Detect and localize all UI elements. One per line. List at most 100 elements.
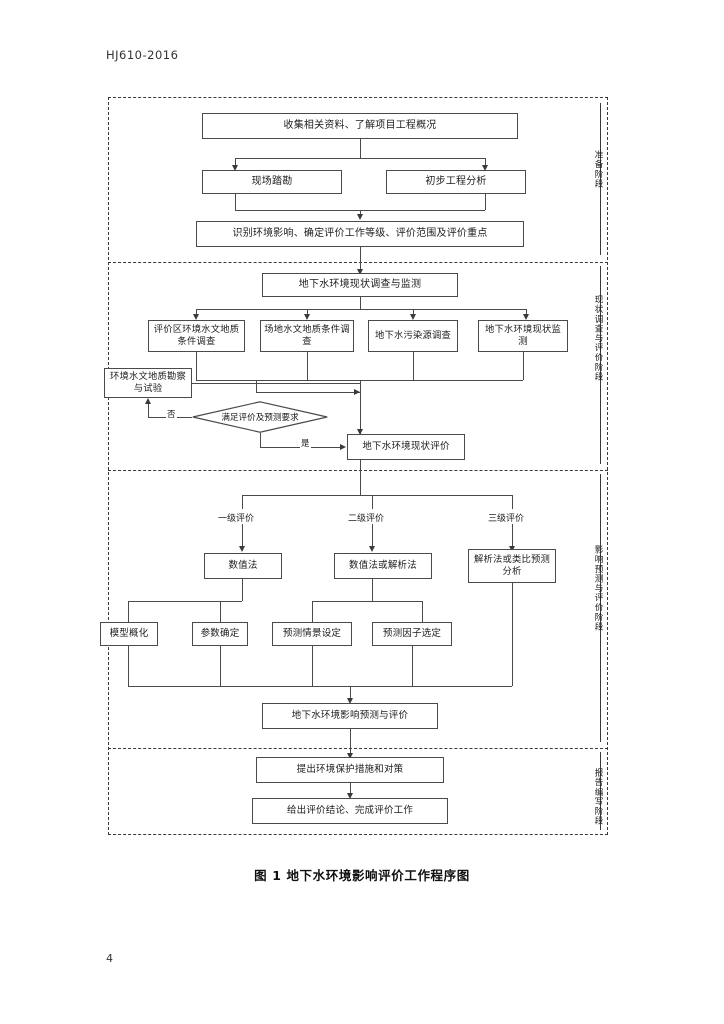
line-measures-down	[350, 783, 351, 795]
node-collect-data[interactable]: 收集相关资料、了解项目工程概况	[202, 113, 518, 139]
stage-bracket-1	[600, 103, 601, 255]
label-level-3: 三级评价	[488, 514, 525, 524]
arrow-no-to-exploration	[144, 398, 151, 404]
line-to-parameter-determination	[220, 601, 221, 622]
node-status-monitor[interactable]: 地下水环境现状监测	[478, 320, 568, 352]
line-level3-down-b	[512, 524, 513, 546]
stage-label-4: 报告编写阶段	[593, 768, 603, 826]
line-surveyB-down	[307, 352, 308, 380]
node-identify-impact[interactable]: 识别环境影响、确定评价工作等级、评价范围及评价重点	[196, 221, 524, 247]
node-method-numeric-or-analytic[interactable]: 数值法或解析法	[334, 553, 432, 579]
label-no: 否	[166, 408, 177, 420]
line-to-factor-selection	[422, 601, 423, 622]
line-surveyD-down	[523, 352, 524, 380]
line-branch-b	[307, 309, 308, 316]
line-split-left-1	[235, 158, 236, 167]
node-prelim-analysis[interactable]: 初步工程分析	[386, 170, 526, 194]
arrow-to-status-survey	[356, 269, 363, 275]
node-conclusion[interactable]: 给出评价结论、完成评价工作	[252, 798, 448, 824]
line-prelim-down	[485, 194, 486, 210]
line-split-horizontal-4way	[196, 309, 526, 310]
line-level3-down-a	[512, 495, 513, 509]
line-junction-to-right	[256, 392, 360, 393]
line-collect-to-split	[360, 139, 361, 158]
decision-label: 满足评价及预测要求	[221, 413, 299, 423]
node-survey-area-hydro[interactable]: 评价区环境水文地质条件调查	[148, 320, 245, 352]
line-merge-to-identify	[360, 210, 361, 215]
stage-label-3: 影响预测与评价阶段	[593, 545, 603, 632]
arrow-yes-to-evaluation	[340, 443, 346, 450]
arrow-into-vertical-spine	[354, 388, 360, 395]
line-factor-down	[412, 646, 413, 686]
arrow-to-site-survey	[231, 165, 238, 171]
line-numeric-sub-split	[128, 601, 242, 602]
node-method-numeric[interactable]: 数值法	[204, 553, 282, 579]
line-merge-down-to-junction	[256, 380, 257, 392]
arrow-to-prelim-analysis	[481, 165, 488, 171]
arrow-to-survey-area-hydro	[192, 314, 199, 320]
line-status-down	[360, 297, 361, 309]
line-site-survey-down	[235, 194, 236, 210]
line-exploration-to-spine	[192, 383, 360, 384]
line-split-right-1	[485, 158, 486, 167]
label-level-1: 一级评价	[218, 514, 255, 524]
line-split-horizontal-1	[235, 158, 485, 159]
line-branch-c	[413, 309, 414, 316]
line-analytic-down	[512, 583, 513, 686]
node-site-hydro[interactable]: 场地水文地质条件调查	[260, 320, 354, 352]
line-level2-down-a	[372, 495, 373, 509]
line-level1-down-a	[242, 495, 243, 509]
node-hydro-exploration[interactable]: 环境水文地质勘察与试验	[104, 368, 192, 398]
stage-divider-1	[108, 262, 608, 263]
node-site-survey[interactable]: 现场踏勘	[202, 170, 342, 194]
node-status-evaluation[interactable]: 地下水环境现状评价	[347, 434, 465, 460]
line-predict-merge	[128, 686, 512, 687]
diamond-shape-icon	[192, 401, 328, 433]
node-scenario-setting[interactable]: 预测情景设定	[272, 622, 352, 646]
line-level1-down-b	[242, 524, 243, 546]
line-param-down	[220, 646, 221, 686]
line-evaluation-down	[360, 460, 361, 495]
label-level-2: 二级评价	[348, 514, 385, 524]
node-model-generalization[interactable]: 模型概化	[100, 622, 158, 646]
line-surveyA-down	[196, 352, 197, 380]
node-pollution-source[interactable]: 地下水污染源调查	[368, 320, 458, 352]
stage-label-2: 现状调查与评价阶段	[593, 295, 603, 382]
arrow-to-pollution-source	[409, 314, 416, 320]
label-yes: 是	[300, 437, 311, 449]
line-numeric2-sub-split	[312, 601, 422, 602]
line-surveyC-down	[413, 352, 414, 380]
arrow-to-site-hydro	[303, 314, 310, 320]
line-level2-down-b	[372, 524, 373, 546]
arrow-to-protection-measures	[346, 753, 353, 759]
line-surveys-merge	[196, 380, 523, 381]
arrow-to-impact-prediction	[346, 698, 353, 704]
node-parameter-determination[interactable]: 参数确定	[192, 622, 248, 646]
figure-caption: 图 1 地下水环境影响评价工作程序图	[254, 868, 470, 883]
line-scenario-down	[312, 646, 313, 686]
node-factor-selection[interactable]: 预测因子选定	[372, 622, 452, 646]
node-protection-measures[interactable]: 提出环境保护措施和对策	[256, 757, 444, 783]
stage-divider-2	[108, 470, 608, 471]
line-branch-d	[526, 309, 527, 316]
node-decision-meets-requirements[interactable]: 满足评价及预测要求	[192, 401, 328, 433]
stage-bracket-2	[600, 266, 601, 464]
arrow-to-status-evaluation	[356, 429, 363, 435]
stage-bracket-3	[600, 474, 601, 742]
node-method-analytic-or-analog[interactable]: 解析法或类比预测分析	[468, 549, 556, 583]
line-merge-to-impact-prediction	[350, 686, 351, 700]
line-identify-to-status	[360, 247, 361, 271]
line-numeric2-down	[372, 579, 373, 601]
node-impact-prediction[interactable]: 地下水环境影响预测与评价	[262, 703, 438, 729]
stage-bracket-4	[600, 752, 601, 830]
arrow-to-identify-impact	[356, 214, 363, 220]
line-to-scenario-setting	[312, 601, 313, 622]
arrow-to-method-numeric-or-analytic	[368, 546, 375, 552]
page-number: 4	[106, 952, 113, 965]
arrow-to-status-monitor	[522, 314, 529, 320]
line-model-down	[128, 646, 129, 686]
line-no-branch-vertical	[148, 404, 149, 417]
arrow-to-method-numeric	[238, 546, 245, 552]
node-status-survey[interactable]: 地下水环境现状调查与监测	[262, 273, 458, 297]
